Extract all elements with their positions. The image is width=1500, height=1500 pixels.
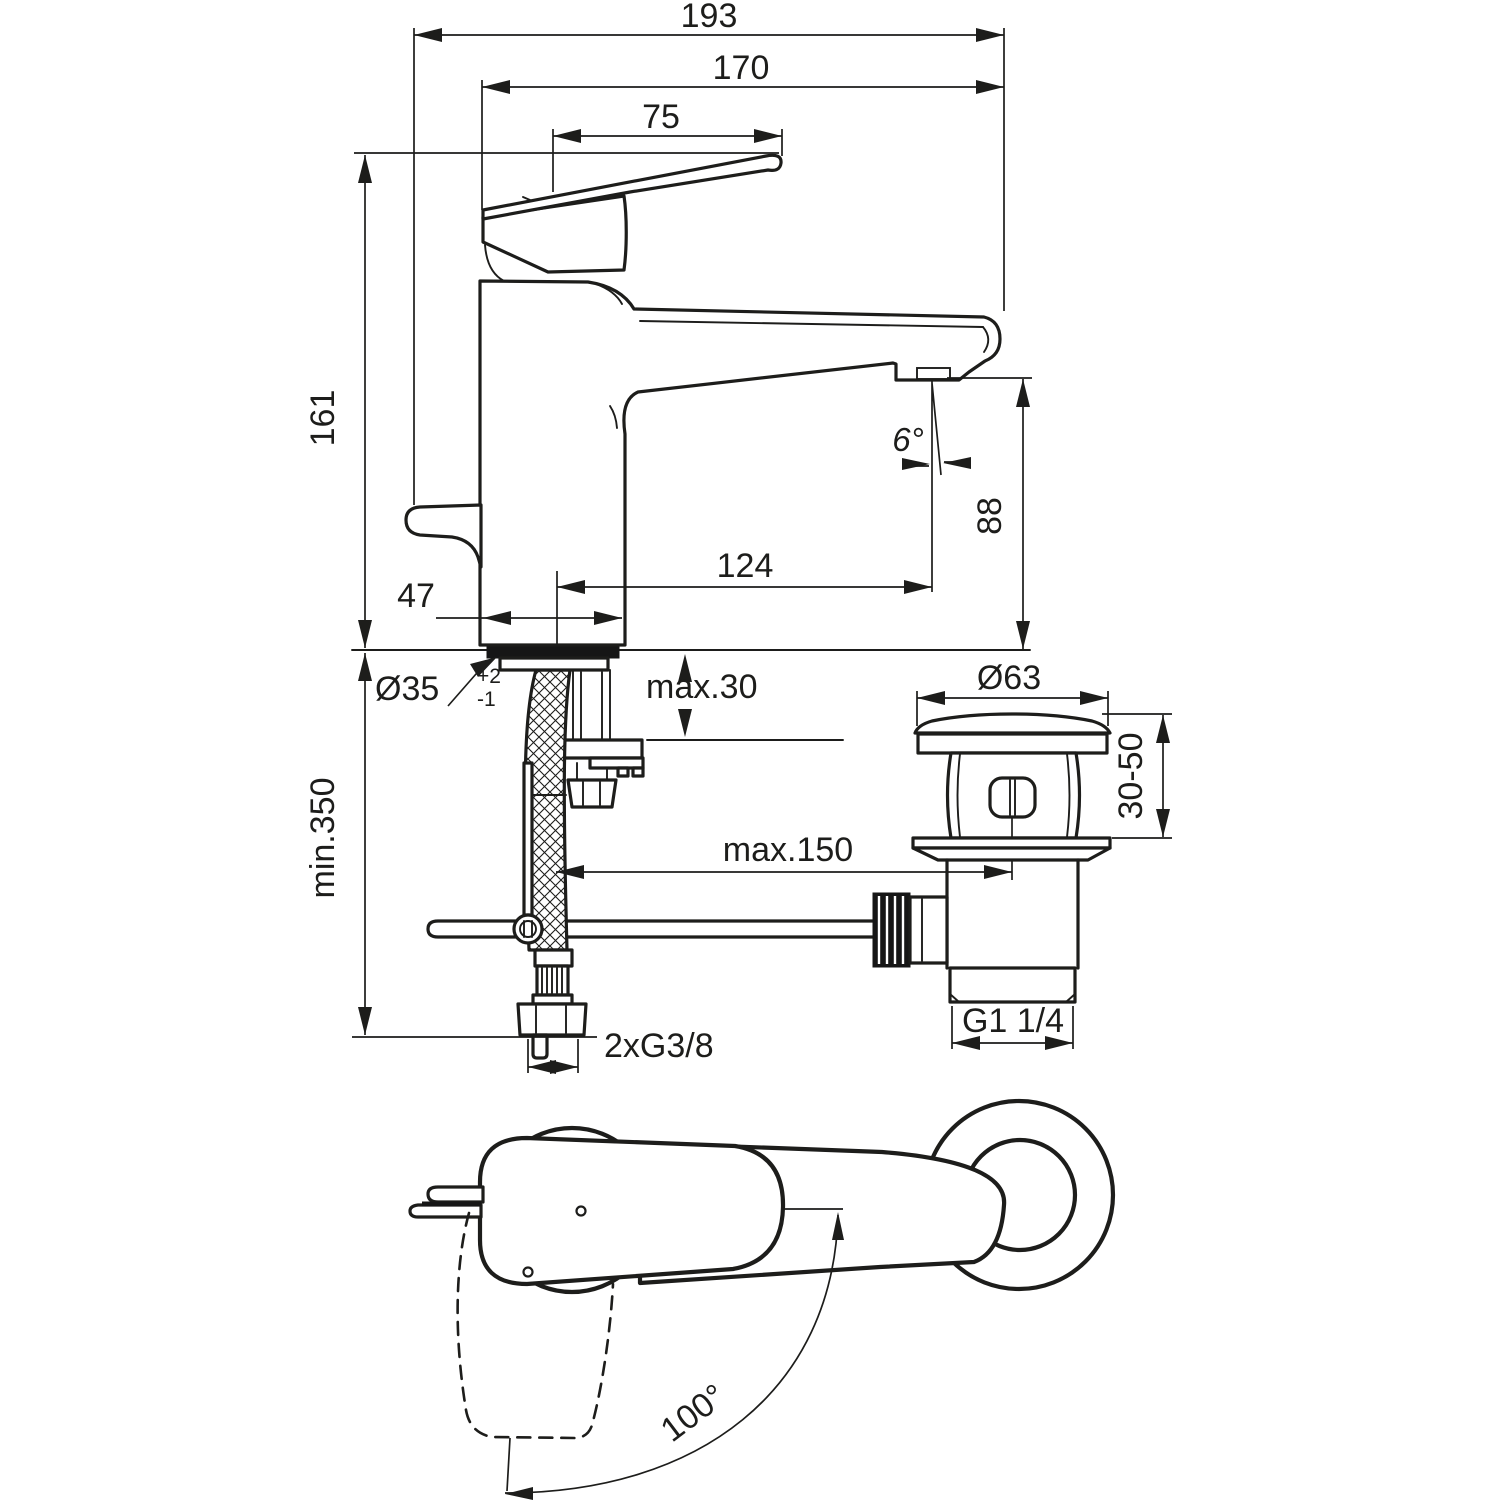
top-handle-rotated-dashed: [456, 1211, 615, 1440]
dim-supply-thread: 2xG3/8: [527, 1027, 714, 1074]
top-dot-1: [575, 1205, 587, 1217]
dim-hole-diameter: Ø35 +2 -1: [375, 657, 501, 711]
bracket-tab-1: [616, 766, 630, 778]
dim-170-label: 170: [713, 49, 770, 87]
dim-max150-label: max.150: [723, 831, 853, 869]
dim-hole-label: Ø35: [375, 670, 439, 708]
waste-body-inner: [956, 753, 1071, 838]
dim-161: 161: [304, 155, 372, 648]
supply-hose-assembly: [426, 646, 875, 1060]
hose-nut-lower-facets: [535, 1005, 567, 1034]
faucet-body-spout: [478, 279, 1002, 647]
waste-plug-dome: [913, 712, 1112, 735]
waste-body: [945, 751, 1082, 840]
dim-161-label: 161: [304, 390, 342, 447]
second-hose: [572, 669, 611, 781]
top-lever-tab-2: [408, 1203, 483, 1219]
hose-ribs: [541, 967, 563, 994]
dim-waste-thread-label: G1 1/4: [962, 1002, 1064, 1040]
dimensions: 193 170 75 161 6°: [304, 0, 1172, 1500]
dim-47: 47: [397, 577, 622, 625]
rod-pivot-slot: [523, 920, 533, 938]
dim-88-label: 88: [971, 497, 1009, 535]
spout-under-fillet: [609, 405, 618, 429]
dim-max30: max.30: [646, 654, 758, 737]
dim-6deg: 6°: [892, 380, 971, 592]
flex-hose-braid: [525, 670, 570, 950]
dim-47-label: 47: [397, 577, 435, 615]
pop-up-waste: [872, 712, 1112, 1004]
rod-vertical: [522, 761, 534, 917]
dim-30-50-label: 30-50: [1112, 733, 1150, 820]
dim-124-label: 124: [717, 547, 774, 585]
handle-skirt: [481, 194, 628, 274]
base-shank: [498, 656, 610, 672]
dim-hole-tol-minus: -1: [477, 688, 496, 711]
dim-max30-label: max.30: [646, 668, 758, 706]
dim-75: 75: [354, 98, 783, 192]
base-gasket: [486, 646, 620, 659]
dim-6deg-label: 6°: [892, 421, 924, 458]
top-view: [408, 1098, 1116, 1440]
dim-max150: max.150: [556, 831, 1012, 879]
dim-hole-tol-plus: +2: [477, 665, 501, 688]
hose-collar: [533, 948, 574, 968]
waste-lower-flange-bevel: [911, 846, 1112, 862]
dim-170: 170: [481, 49, 1004, 210]
dim-124: 124: [556, 547, 932, 646]
waste-thread-chamfer: [949, 993, 1076, 1003]
rod-pivot-outer: [512, 913, 544, 945]
dim-waste-thread: G1 1/4: [951, 1002, 1074, 1050]
dim-swivel-label: 100°: [654, 1377, 733, 1450]
dim-88: 88: [947, 377, 1032, 649]
top-handle: [477, 1135, 786, 1287]
hose-nut-upper: [566, 778, 618, 809]
dim-193: 193: [413, 0, 1005, 505]
dim-75-label: 75: [642, 98, 680, 136]
hose-pin: [531, 1033, 549, 1060]
dim-min350-label: min.350: [304, 778, 342, 899]
dim-waste-diameter: Ø63: [916, 659, 1109, 726]
dim-193-label: 193: [681, 0, 738, 35]
hose-nut-lower: [516, 1002, 588, 1037]
aerator-inner: [916, 367, 951, 380]
coupler-cylinder: [908, 895, 949, 965]
hose-nut-upper-facets: [582, 781, 601, 806]
handle-rear-tab: [404, 503, 483, 569]
waste-slot-bar: [1009, 779, 1016, 816]
dim-supply-thread-label: 2xG3/8: [604, 1027, 714, 1065]
lever-tick: [522, 196, 531, 201]
dim-waste-diameter-label: Ø63: [977, 659, 1041, 697]
bracket-tab-2: [631, 766, 645, 778]
top-lever-tab-1: [426, 1185, 485, 1204]
dim-30-50: 30-50: [1102, 713, 1172, 839]
cartridge-dome-arc: [484, 244, 505, 282]
spout-root-fillet: [595, 283, 623, 305]
pop-up-rod: [426, 919, 875, 939]
spout-inner-edge: [639, 320, 984, 328]
dim-min350: min.350: [304, 653, 597, 1038]
handle-lever: [481, 153, 783, 221]
side-view-faucet: [351, 153, 1031, 741]
waste-flange: [916, 732, 1109, 755]
rod-coupler-ribs: [877, 896, 905, 964]
rod-pivot-inner: [519, 920, 537, 938]
waste-thread-section: [948, 966, 1077, 1004]
top-dot-2: [522, 1266, 534, 1278]
spout-tip-inner: [982, 326, 990, 353]
